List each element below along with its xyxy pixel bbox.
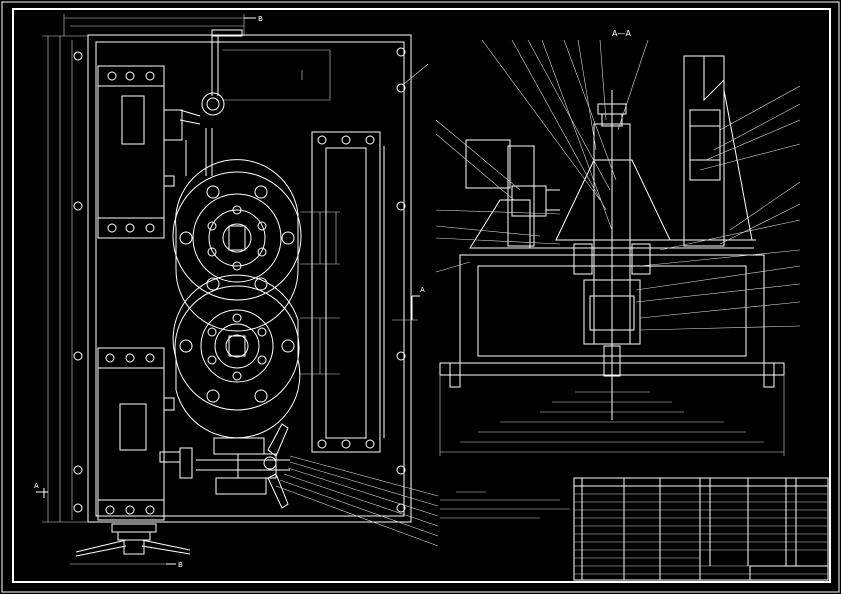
left-bracket <box>465 139 560 249</box>
upper-clamp-block <box>97 65 183 239</box>
section-mark-a-right: A <box>420 286 425 294</box>
inner-border <box>12 8 831 583</box>
section-mark-a-left: A <box>34 482 39 490</box>
section-leaders <box>435 39 801 331</box>
lower-clamp-block <box>97 347 175 521</box>
technical-notes <box>440 491 570 519</box>
lever-assembly <box>179 29 331 176</box>
guide-rail <box>311 131 418 453</box>
lower-indexing-disc <box>172 274 340 439</box>
left-plate-holes <box>73 51 83 513</box>
central-spindle <box>555 90 680 420</box>
right-column <box>660 55 756 247</box>
screw-handle <box>75 523 191 557</box>
pawl-mechanism <box>159 423 290 509</box>
left-view <box>36 14 439 565</box>
title-block <box>573 477 829 581</box>
section-mark-b-top: B <box>258 15 263 23</box>
upper-indexing-disc <box>172 159 340 332</box>
section-view: A—A <box>435 29 801 456</box>
section-title: A—A <box>612 29 631 38</box>
section-dimensions <box>439 375 785 456</box>
leader-lines <box>275 63 439 547</box>
section-mark-b-bottom: B <box>178 561 183 569</box>
